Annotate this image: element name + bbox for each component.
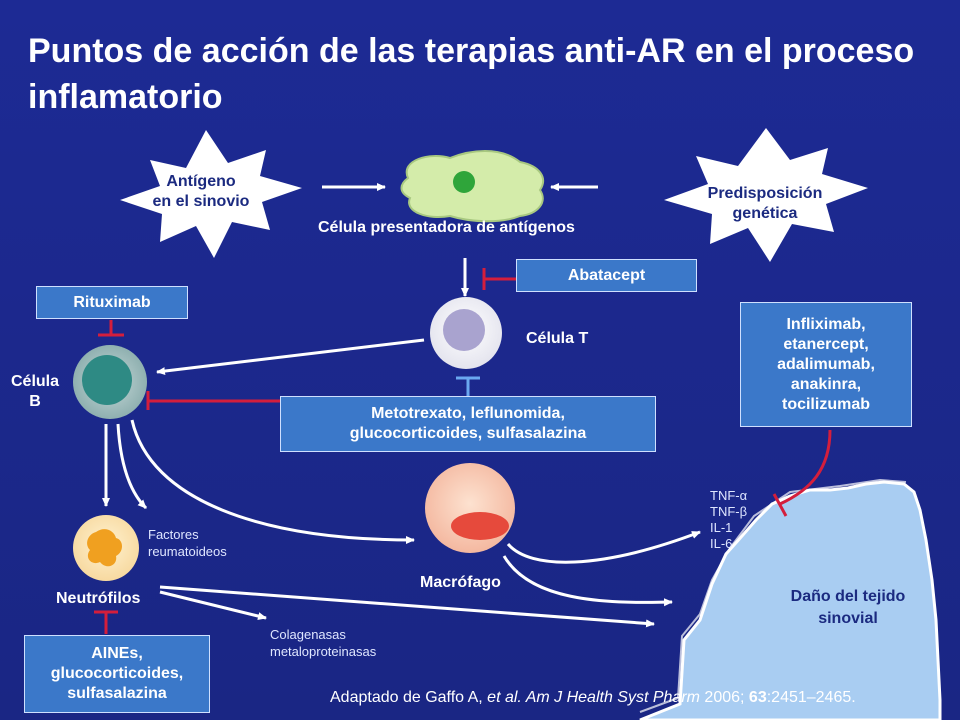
citation: Adaptado de Gaffo A, et al. Am J Health … xyxy=(330,689,856,707)
citation-pages: :2451–2465. xyxy=(766,689,856,706)
cytokine-tnf-beta: TNF-β xyxy=(710,504,748,519)
macrophage-nucleus xyxy=(451,512,509,540)
page-title: Puntos de acción de las terapias anti-AR… xyxy=(28,32,915,116)
synovial-tissue xyxy=(639,480,942,720)
abatacept-box: Abatacept xyxy=(516,259,697,292)
apc-label: Célula presentadora de antígenos xyxy=(318,219,575,236)
macrophage xyxy=(425,463,515,553)
collagenases-label: Colagenasas metaloproteinasas xyxy=(270,627,377,659)
cytokine-il1: IL-1 xyxy=(710,520,733,535)
citation-prefix: Adaptado de Gaffo A, xyxy=(330,689,488,706)
cytokine-tnf-alpha: TNF-α xyxy=(710,488,748,503)
mtx-box: Metotrexato, leflunomida, glucocorticoid… xyxy=(280,396,656,452)
citation-volume: 63 xyxy=(748,689,767,706)
tissue-label: Daño del tejido sinovial xyxy=(790,588,906,627)
biologics-box: Infliximab, etanercept, adalimumab, anak… xyxy=(740,302,912,427)
cytokine-list: TNF-α TNF-β IL-1 IL-6 xyxy=(710,488,747,552)
antigen-burst xyxy=(120,130,302,258)
aines-box: AINEs, glucocorticoides, sulfasalazina xyxy=(24,635,210,713)
cytokine-il6: IL-6 xyxy=(710,536,733,551)
neutrophils-label: Neutrófilos xyxy=(56,590,141,607)
predisposition-burst xyxy=(664,128,868,262)
apc-nucleus xyxy=(453,171,475,193)
rituximab-box: Rituximab xyxy=(36,286,188,319)
neutrophil-nucleus xyxy=(87,529,122,567)
tcell-label: Célula T xyxy=(526,330,589,347)
bcell-nucleus xyxy=(82,355,132,405)
predisposition-label: Predisposición genética xyxy=(707,185,823,222)
bcell-label: Célula B xyxy=(10,373,59,410)
citation-year: 2006; xyxy=(699,689,749,706)
citation-etal: et al. xyxy=(487,689,522,706)
citation-journal: Am J Health Syst Pharm xyxy=(521,689,700,706)
antigen-label: Antígeno en el sinovio xyxy=(152,173,250,210)
rheumatoid-factors-label: Factores reumatoideos xyxy=(148,527,227,559)
tcell-nucleus xyxy=(443,309,485,351)
macrophage-label: Macrófago xyxy=(420,574,501,591)
